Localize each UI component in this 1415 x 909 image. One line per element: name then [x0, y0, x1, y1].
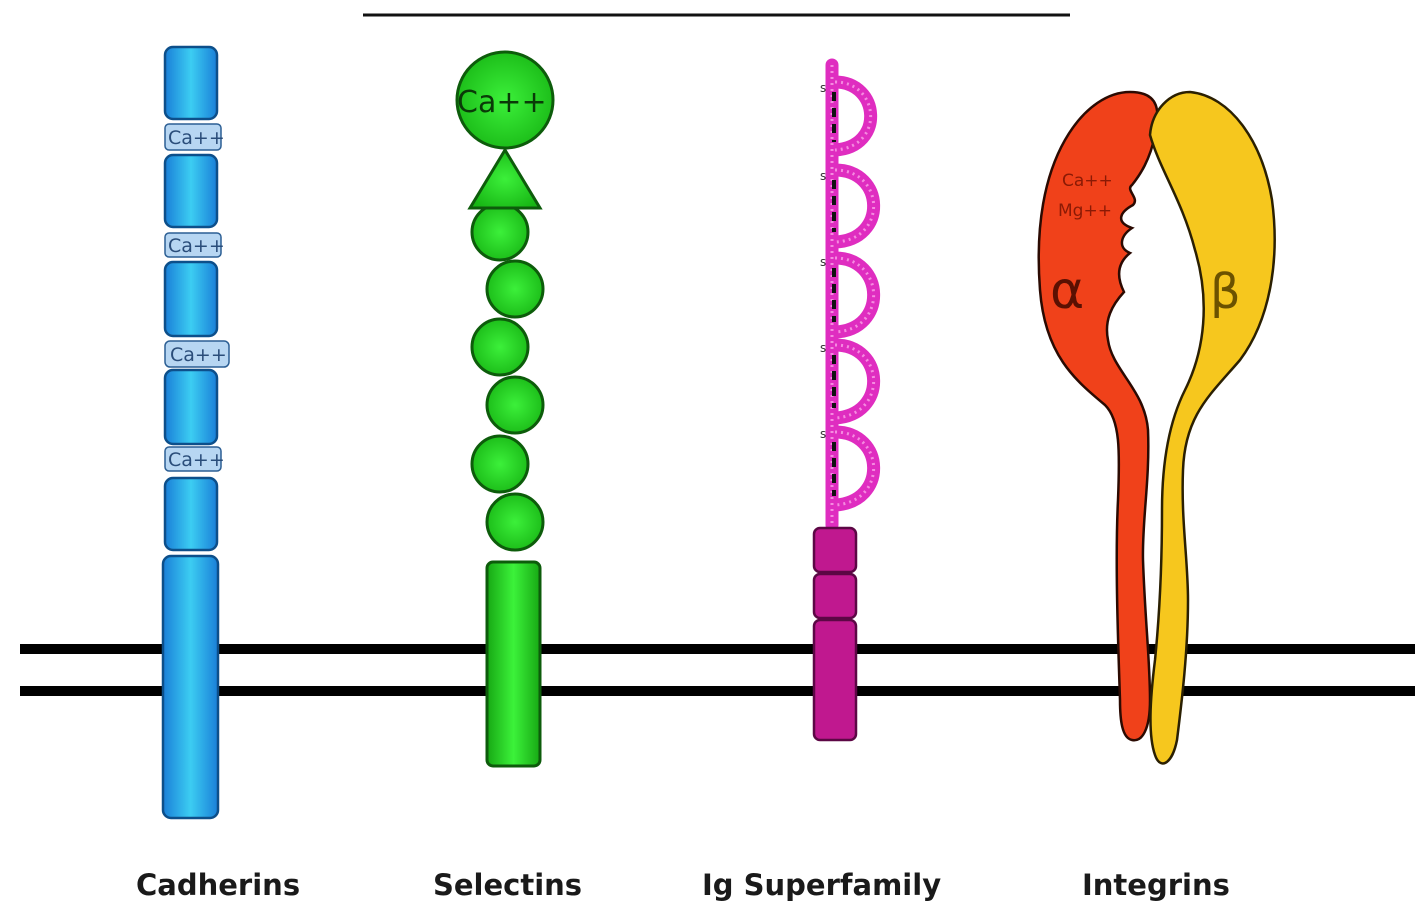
cadherin-domain — [165, 262, 217, 336]
cadherin-domain — [165, 155, 217, 227]
selectin-repeat — [487, 261, 543, 317]
cadherin-ion-label: Ca++ — [168, 127, 225, 149]
ig-stem-block — [814, 528, 856, 572]
family-label-ig-superfamily: Ig Superfamily — [702, 868, 941, 902]
integrin-beta-subunit — [1150, 92, 1275, 763]
selectin-repeat — [472, 319, 528, 375]
cadherin-transmembrane-domain — [163, 556, 218, 818]
selectin-repeat — [487, 377, 543, 433]
integrin-ion-label: Ca++ — [1062, 171, 1113, 191]
selectin-transmembrane-domain — [487, 562, 540, 766]
family-label-integrins: Integrins — [1082, 868, 1230, 902]
cadherin-ion-label: Ca++ — [168, 235, 225, 257]
ig-transmembrane-domain — [814, 620, 856, 740]
integrin-beta-label: β — [1210, 264, 1241, 320]
cadherin-molecule — [163, 47, 218, 818]
integrin-molecule: Ca++ Mg++ α β — [1039, 92, 1275, 763]
family-label-selectins: Selectins — [433, 868, 582, 902]
ig-loops — [832, 65, 874, 525]
ig-disulfide-label: s — [820, 427, 826, 441]
selectin-ion-label: Ca++ — [457, 85, 547, 120]
cell-membrane — [20, 649, 1415, 691]
cadherin-ion-label: Ca++ — [170, 344, 227, 366]
ig-disulfide-label: s — [820, 341, 826, 355]
integrin-ion-label: Mg++ — [1058, 201, 1112, 221]
selectin-repeat — [472, 204, 528, 260]
ig-superfamily-molecule: s s s s s — [814, 65, 874, 740]
selectin-egf-domain — [470, 150, 540, 208]
selectin-repeat — [487, 494, 543, 550]
selectin-molecule — [457, 52, 553, 766]
ig-stem-block — [814, 574, 856, 618]
selectin-repeat — [472, 436, 528, 492]
family-label-cadherins: Cadherins — [136, 868, 300, 902]
ig-disulfide-label: s — [820, 169, 826, 183]
cadherin-domain — [165, 478, 217, 550]
cadherin-domain — [165, 370, 217, 444]
integrin-alpha-label: α — [1050, 261, 1084, 321]
ig-disulfide-label: s — [820, 81, 826, 95]
ig-disulfide-label: s — [820, 255, 826, 269]
ig-disulfide-labels: s s s s s — [820, 81, 826, 441]
cadherin-domain — [165, 47, 217, 119]
cadherin-ion-label: Ca++ — [168, 449, 225, 471]
